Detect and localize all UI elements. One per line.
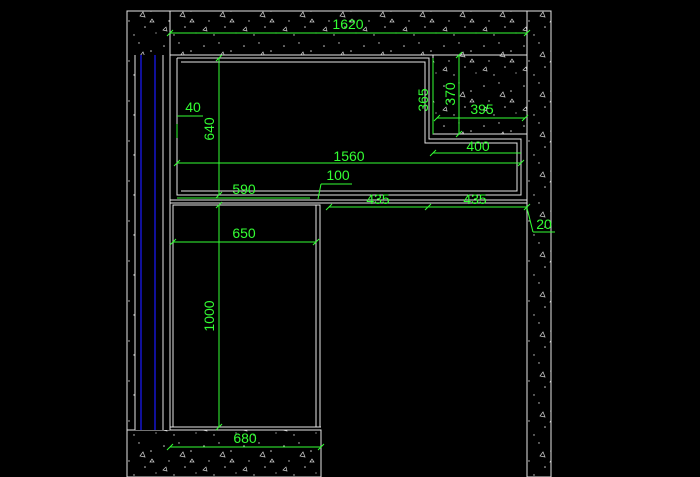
tick — [455, 51, 463, 59]
blue-lines — [140, 55, 156, 430]
tick — [215, 423, 223, 431]
tick — [215, 191, 223, 199]
notch-wall — [432, 54, 528, 135]
dim-label-segment-a: 435 — [366, 191, 390, 207]
walls — [126, 10, 552, 477]
dimension-labels: 1620 1560 400 395 370 365 640 1000 590 1… — [185, 16, 552, 446]
tick — [173, 159, 181, 167]
dim-label-lower-height: 1000 — [201, 300, 217, 331]
left-channel — [135, 55, 170, 430]
dim-label-notch-height-b: 370 — [442, 82, 458, 106]
tick — [523, 29, 531, 37]
dimension-lines — [166, 29, 555, 451]
tick — [169, 238, 177, 246]
dim-label-segment-b: 435 — [463, 191, 487, 207]
channel-lines — [134, 55, 171, 430]
tick — [317, 443, 325, 451]
dim-label-left-segment: 590 — [232, 181, 256, 197]
dim-label-overall-width: 1620 — [332, 16, 363, 32]
dim-label-upper-height: 640 — [201, 117, 217, 141]
dim-label-notch-height-a: 365 — [415, 88, 431, 112]
dim-line-20 — [526, 207, 534, 233]
tick — [166, 29, 174, 37]
tick — [215, 54, 223, 62]
dim-label-notch-base: 400 — [466, 138, 490, 154]
dim-label-gap-small: 100 — [326, 167, 350, 183]
dim-label-bottom-width: 680 — [233, 430, 257, 446]
tick — [215, 201, 223, 209]
tick — [166, 443, 174, 451]
dim-label-notch-width: 395 — [470, 101, 494, 117]
tick — [521, 114, 529, 122]
upper-counter-inner — [181, 61, 518, 192]
upper-counter-outline — [176, 57, 522, 196]
tick — [312, 238, 320, 246]
dim-line-100-leader — [317, 183, 322, 200]
tick — [455, 130, 463, 138]
right-wall — [526, 10, 552, 477]
dim-label-corner-offset: 40 — [185, 99, 201, 115]
tick — [523, 203, 531, 211]
tick — [429, 149, 437, 157]
dim-label-right-gap: 20 — [536, 216, 552, 232]
tick — [325, 203, 333, 211]
tick — [517, 159, 525, 167]
dim-label-cabinet-width: 650 — [232, 225, 256, 241]
tick — [424, 203, 432, 211]
tick — [433, 114, 441, 122]
dim-label-inner-width: 1560 — [333, 148, 364, 164]
bottom-wall — [126, 429, 322, 477]
